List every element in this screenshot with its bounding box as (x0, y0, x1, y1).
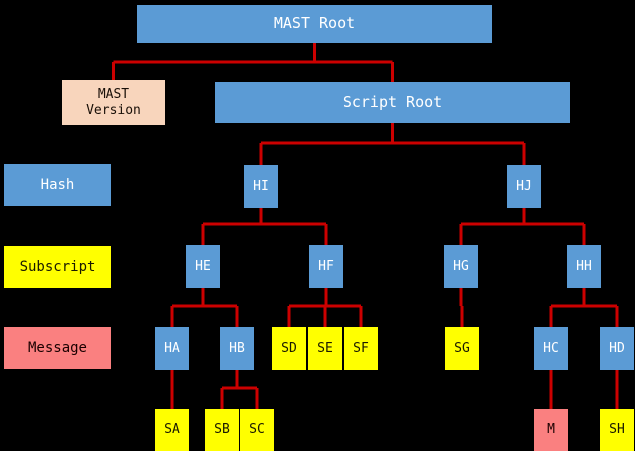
node-sa-label: SA (164, 422, 180, 438)
legend-message[interactable]: Message (4, 327, 111, 369)
legend-subscript[interactable]: Subscript (4, 246, 111, 288)
node-he-label: HE (195, 258, 211, 274)
node-sc-label: SC (249, 422, 265, 438)
node-sg[interactable]: SG (445, 327, 479, 370)
node-hd-label: HD (609, 340, 625, 356)
node-hj-label: HJ (516, 178, 532, 194)
node-sh[interactable]: SH (600, 409, 634, 451)
node-se[interactable]: SE (308, 327, 342, 370)
node-se-label: SE (317, 340, 333, 356)
node-sb[interactable]: SB (205, 409, 239, 451)
node-sg-label: SG (454, 340, 470, 356)
node-script-root-label: Script Root (342, 92, 443, 111)
node-hb-label: HB (229, 340, 245, 356)
node-sd-label: SD (281, 340, 297, 356)
node-sc[interactable]: SC (240, 409, 274, 451)
node-hf-label: HF (318, 258, 334, 274)
node-hi[interactable]: HI (244, 165, 278, 208)
legend-hash-label: Hash (40, 177, 75, 193)
node-sh-label: SH (609, 422, 625, 438)
node-script-root[interactable]: Script Root (215, 82, 570, 123)
node-sf-label: SF (353, 340, 369, 356)
node-hi-label: HI (253, 178, 269, 194)
node-hc[interactable]: HC (534, 327, 568, 370)
node-he[interactable]: HE (186, 245, 220, 288)
node-hc-label: HC (543, 340, 559, 356)
node-hg-label: HG (453, 258, 469, 274)
legend-hash[interactable]: Hash (4, 164, 111, 206)
node-hj[interactable]: HJ (507, 165, 541, 208)
node-hb[interactable]: HB (220, 327, 254, 370)
node-mast-root-label: MAST Root (273, 14, 356, 33)
node-sf[interactable]: SF (344, 327, 378, 370)
node-mast-root[interactable]: MAST Root (137, 5, 492, 43)
node-ha-label: HA (164, 340, 180, 356)
node-mast-version-label: MAST Version (86, 87, 141, 118)
node-sb-label: SB (214, 422, 230, 438)
legend-message-label: Message (27, 340, 87, 356)
node-m[interactable]: M (534, 409, 568, 451)
node-hh[interactable]: HH (567, 245, 601, 288)
node-sd[interactable]: SD (272, 327, 306, 370)
legend-subscript-label: Subscript (19, 259, 96, 275)
node-m-label: M (547, 422, 555, 438)
node-hh-label: HH (576, 258, 592, 274)
node-hg[interactable]: HG (444, 245, 478, 288)
node-hf[interactable]: HF (309, 245, 343, 288)
node-mast-version[interactable]: MAST Version (62, 80, 165, 125)
node-hd[interactable]: HD (600, 327, 634, 370)
node-ha[interactable]: HA (155, 327, 189, 370)
node-sa[interactable]: SA (155, 409, 189, 451)
